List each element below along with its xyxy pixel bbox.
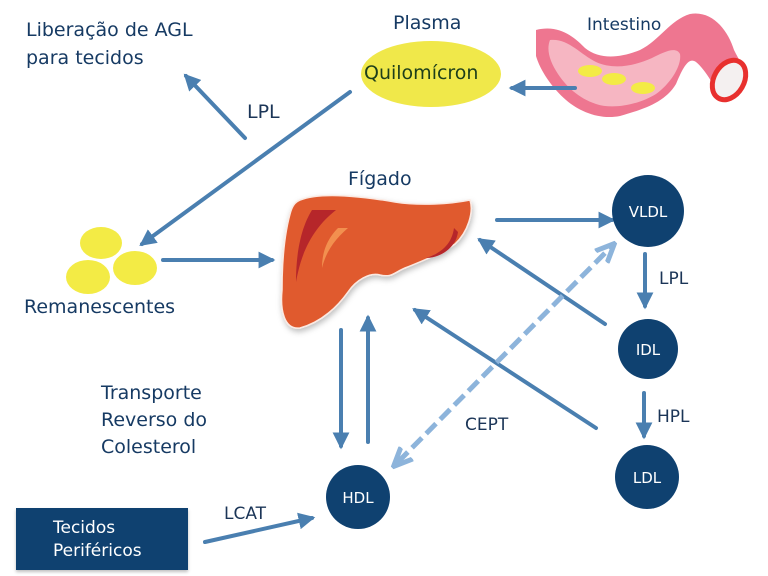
remnant-particles [66, 227, 157, 294]
hdl-circle [326, 465, 390, 529]
quilomicron-node [361, 41, 501, 107]
label-cept: CEPT [465, 415, 509, 435]
liver-highlight [322, 228, 348, 268]
label-lcat: LCAT [224, 504, 267, 524]
fat-droplet [631, 82, 655, 94]
label-quilomicron: Quilomícron [364, 62, 479, 84]
label-transporte-reverso: Transporte Reverso do Colesterol [101, 382, 208, 458]
idl-circle [618, 319, 678, 379]
node-hdl: HDL [326, 465, 390, 529]
liver-illustration [280, 194, 472, 329]
arrow-ldl-to-liver [412, 308, 598, 430]
label-hpl: HPL [657, 407, 690, 427]
label-lpl-right: LPL [659, 269, 689, 289]
fat-droplet [602, 73, 626, 85]
arrows [139, 73, 654, 544]
tecidos-perifericos-box: Tecidos Periféricos [16, 508, 188, 570]
arrow-tissues-to-hdl [203, 512, 316, 544]
arrow-lpl-to-agl [183, 73, 247, 140]
node-idl: IDL [618, 319, 678, 379]
node-ldl: LDL [615, 445, 679, 509]
remnant-particle [66, 260, 110, 294]
label-tecidos-perifericos: Tecidos Periféricos [53, 518, 142, 561]
remnant-particle [80, 227, 122, 259]
label-remanescentes: Remanescentes [24, 296, 176, 318]
liver-shape [280, 194, 472, 329]
idl-label: IDL [636, 341, 661, 359]
hdl-label: HDL [342, 489, 374, 507]
intestine-illustration [536, 13, 749, 118]
vldl-circle [612, 175, 684, 247]
intestine-lumen [709, 57, 749, 103]
liver-lobe-shadow [296, 210, 336, 282]
arrow-cept-exchange [398, 248, 610, 462]
label-intestino: Intestino [587, 15, 662, 35]
label-figado: Fígado [348, 168, 412, 190]
arrow-quilomicron-to-remnants [139, 90, 352, 246]
remnant-particle [113, 251, 157, 285]
label-plasma: Plasma [393, 12, 462, 34]
label-lpl-top: LPL [247, 101, 280, 123]
arrow-idl-to-liver [477, 238, 607, 326]
ldl-label: LDL [633, 469, 662, 487]
label-liberacao-agl: Liberação de AGL para tecidos [26, 19, 193, 69]
vldl-label: VLDL [629, 203, 668, 221]
ldl-circle [615, 445, 679, 509]
node-vldl: VLDL [612, 175, 684, 247]
fat-droplet [578, 65, 602, 77]
